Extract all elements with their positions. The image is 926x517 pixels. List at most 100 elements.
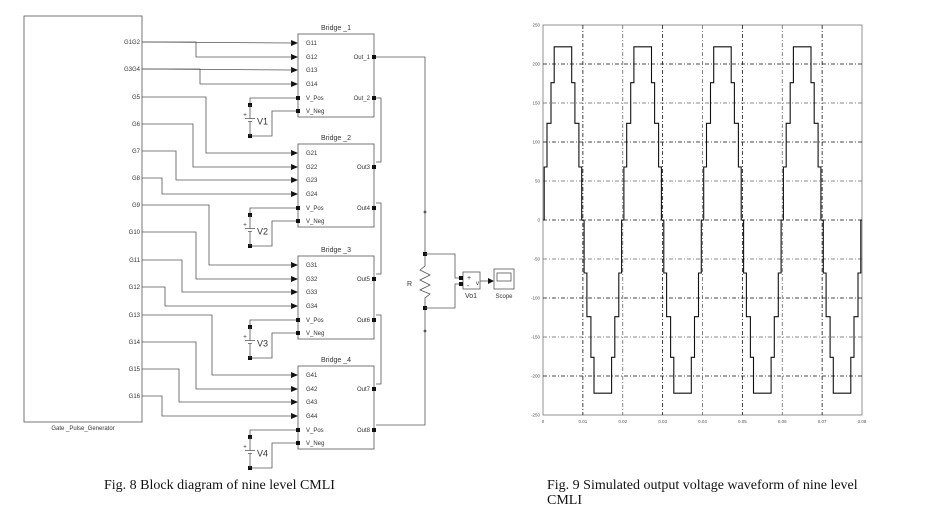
source-plus-sign: + — [243, 223, 247, 229]
port-icon — [372, 165, 376, 169]
resistor-icon — [419, 256, 431, 306]
junction-dot — [423, 210, 427, 214]
scope-screen-icon — [496, 272, 512, 282]
voltmeter-minus: - — [467, 283, 470, 290]
gate-signal-wire — [142, 177, 292, 195]
bridge-1-port-g13: G13 — [306, 68, 318, 74]
bridge-3-port-g34: G34 — [306, 304, 318, 310]
input-arrow-icon — [291, 276, 298, 282]
source-wire — [249, 97, 296, 105]
gate-signal-wire — [142, 204, 292, 266]
input-arrow-icon — [291, 67, 298, 73]
gate-pulse-generator-label: Gate _Pulse_Generator — [51, 426, 114, 432]
bridge-1-title: Bridge _1 — [321, 25, 351, 32]
input-arrow-icon — [291, 81, 298, 87]
y-tick-label: -200 — [531, 374, 541, 379]
bridge-2-port-g24: G24 — [306, 192, 318, 198]
bridge-4-port-v-neg: V_Neg — [306, 441, 324, 447]
bridge-2-port-v-neg: V_Neg — [306, 219, 324, 225]
x-tick-label: 0.07 — [818, 419, 827, 424]
generator-port-g1g2: G1G2 — [124, 40, 141, 46]
bridge-3-port-g32: G32 — [306, 277, 318, 283]
series-vo1-line — [543, 46, 862, 394]
bridge-3-block — [297, 255, 375, 340]
x-tick-label: 0.05 — [738, 419, 747, 424]
voltmeter-symbol: v — [476, 281, 479, 287]
generator-port-g15: G15 — [129, 367, 141, 373]
generator-port-g13: G13 — [129, 313, 141, 319]
input-arrow-icon — [291, 177, 298, 183]
output-wire — [376, 308, 426, 426]
input-arrow-icon — [291, 303, 298, 309]
input-arrow-icon — [291, 399, 298, 405]
bridge-1-port-g12: G12 — [306, 55, 318, 61]
dc-source-icon — [245, 215, 255, 246]
source-wire — [249, 429, 296, 437]
port-icon — [296, 96, 300, 100]
bridge-1-port-out_1: Out_1 — [354, 55, 371, 61]
bridge-3-port-g33: G33 — [306, 290, 318, 296]
port-icon — [372, 55, 376, 59]
input-arrow-icon — [291, 164, 298, 170]
x-tick-label: 0.08 — [858, 419, 867, 424]
port-icon — [296, 428, 300, 432]
bridge-3-port-out5: Out5 — [357, 277, 371, 283]
x-tick-label: 0.02 — [618, 419, 627, 424]
gate-signal-wire — [142, 286, 292, 307]
source-wire — [250, 110, 296, 137]
bridge-2-block — [297, 143, 375, 228]
bridge-4-port-out7: Out7 — [357, 387, 371, 393]
port-icon — [296, 206, 300, 210]
source-wire — [250, 220, 296, 247]
voltmeter-plus: + — [467, 275, 471, 282]
source-wire — [250, 332, 296, 359]
bridge-4-block — [297, 365, 375, 450]
generator-port-g9: G9 — [132, 203, 141, 209]
gate-signal-wire — [142, 341, 292, 390]
bridge-2-port-g22: G22 — [306, 165, 318, 171]
bridge-4-port-g42: G42 — [306, 387, 318, 393]
input-arrow-icon — [291, 413, 298, 419]
bridge-3-title: Bridge _3 — [321, 247, 351, 254]
port-icon — [296, 318, 300, 322]
bridge-2-port-out3: Out3 — [357, 165, 371, 171]
dc-source-icon — [245, 437, 255, 468]
port-icon — [372, 387, 376, 391]
bridge-4-port-v-pos: V_Pos — [306, 428, 324, 434]
dc-source-icon — [245, 327, 255, 358]
output-wire — [376, 202, 382, 275]
bridge-2-port-g23: G23 — [306, 178, 318, 184]
voltmeter-wire — [425, 253, 460, 279]
y-tick-label: 0 — [537, 218, 540, 223]
scope-label: Scope — [495, 294, 513, 300]
bridge-4-title: Bridge _4 — [321, 357, 351, 364]
y-tick-label: -100 — [531, 296, 541, 301]
gate-signal-wire — [142, 314, 292, 376]
generator-port-g5: G5 — [132, 95, 141, 101]
port-icon — [372, 206, 376, 210]
bridge-4-port-g44: G44 — [306, 414, 318, 420]
y-tick-label: 100 — [532, 140, 540, 145]
bridge-2-port-out4: Out4 — [357, 206, 371, 212]
source-plus-sign: + — [243, 445, 247, 451]
bridge-4-port-g43: G43 — [306, 400, 318, 406]
gate-signal-wire — [142, 395, 292, 417]
voltmeter-label: Vo1 — [465, 293, 477, 300]
x-tick-label: 0.04 — [698, 419, 707, 424]
input-arrow-icon — [291, 289, 298, 295]
generator-port-g10: G10 — [129, 230, 141, 236]
generator-port-g16: G16 — [129, 394, 141, 400]
gate-signal-wire — [142, 368, 292, 403]
bridge-2-port-g21: G21 — [306, 151, 318, 157]
port-icon — [372, 96, 376, 100]
port-icon — [459, 276, 463, 280]
output-wire — [376, 97, 382, 163]
source-plus-sign: + — [243, 335, 247, 341]
source-v3-label: V3 — [257, 339, 268, 349]
input-arrow-icon — [291, 262, 298, 268]
source-v2-label: V2 — [257, 227, 268, 237]
bridge-3-port-out6: Out6 — [357, 318, 371, 324]
figure-9-caption: Fig. 9 Simulated output voltage waveform… — [547, 478, 858, 508]
bridge-3-port-g31: G31 — [306, 263, 318, 269]
y-tick-label: 200 — [532, 62, 540, 67]
